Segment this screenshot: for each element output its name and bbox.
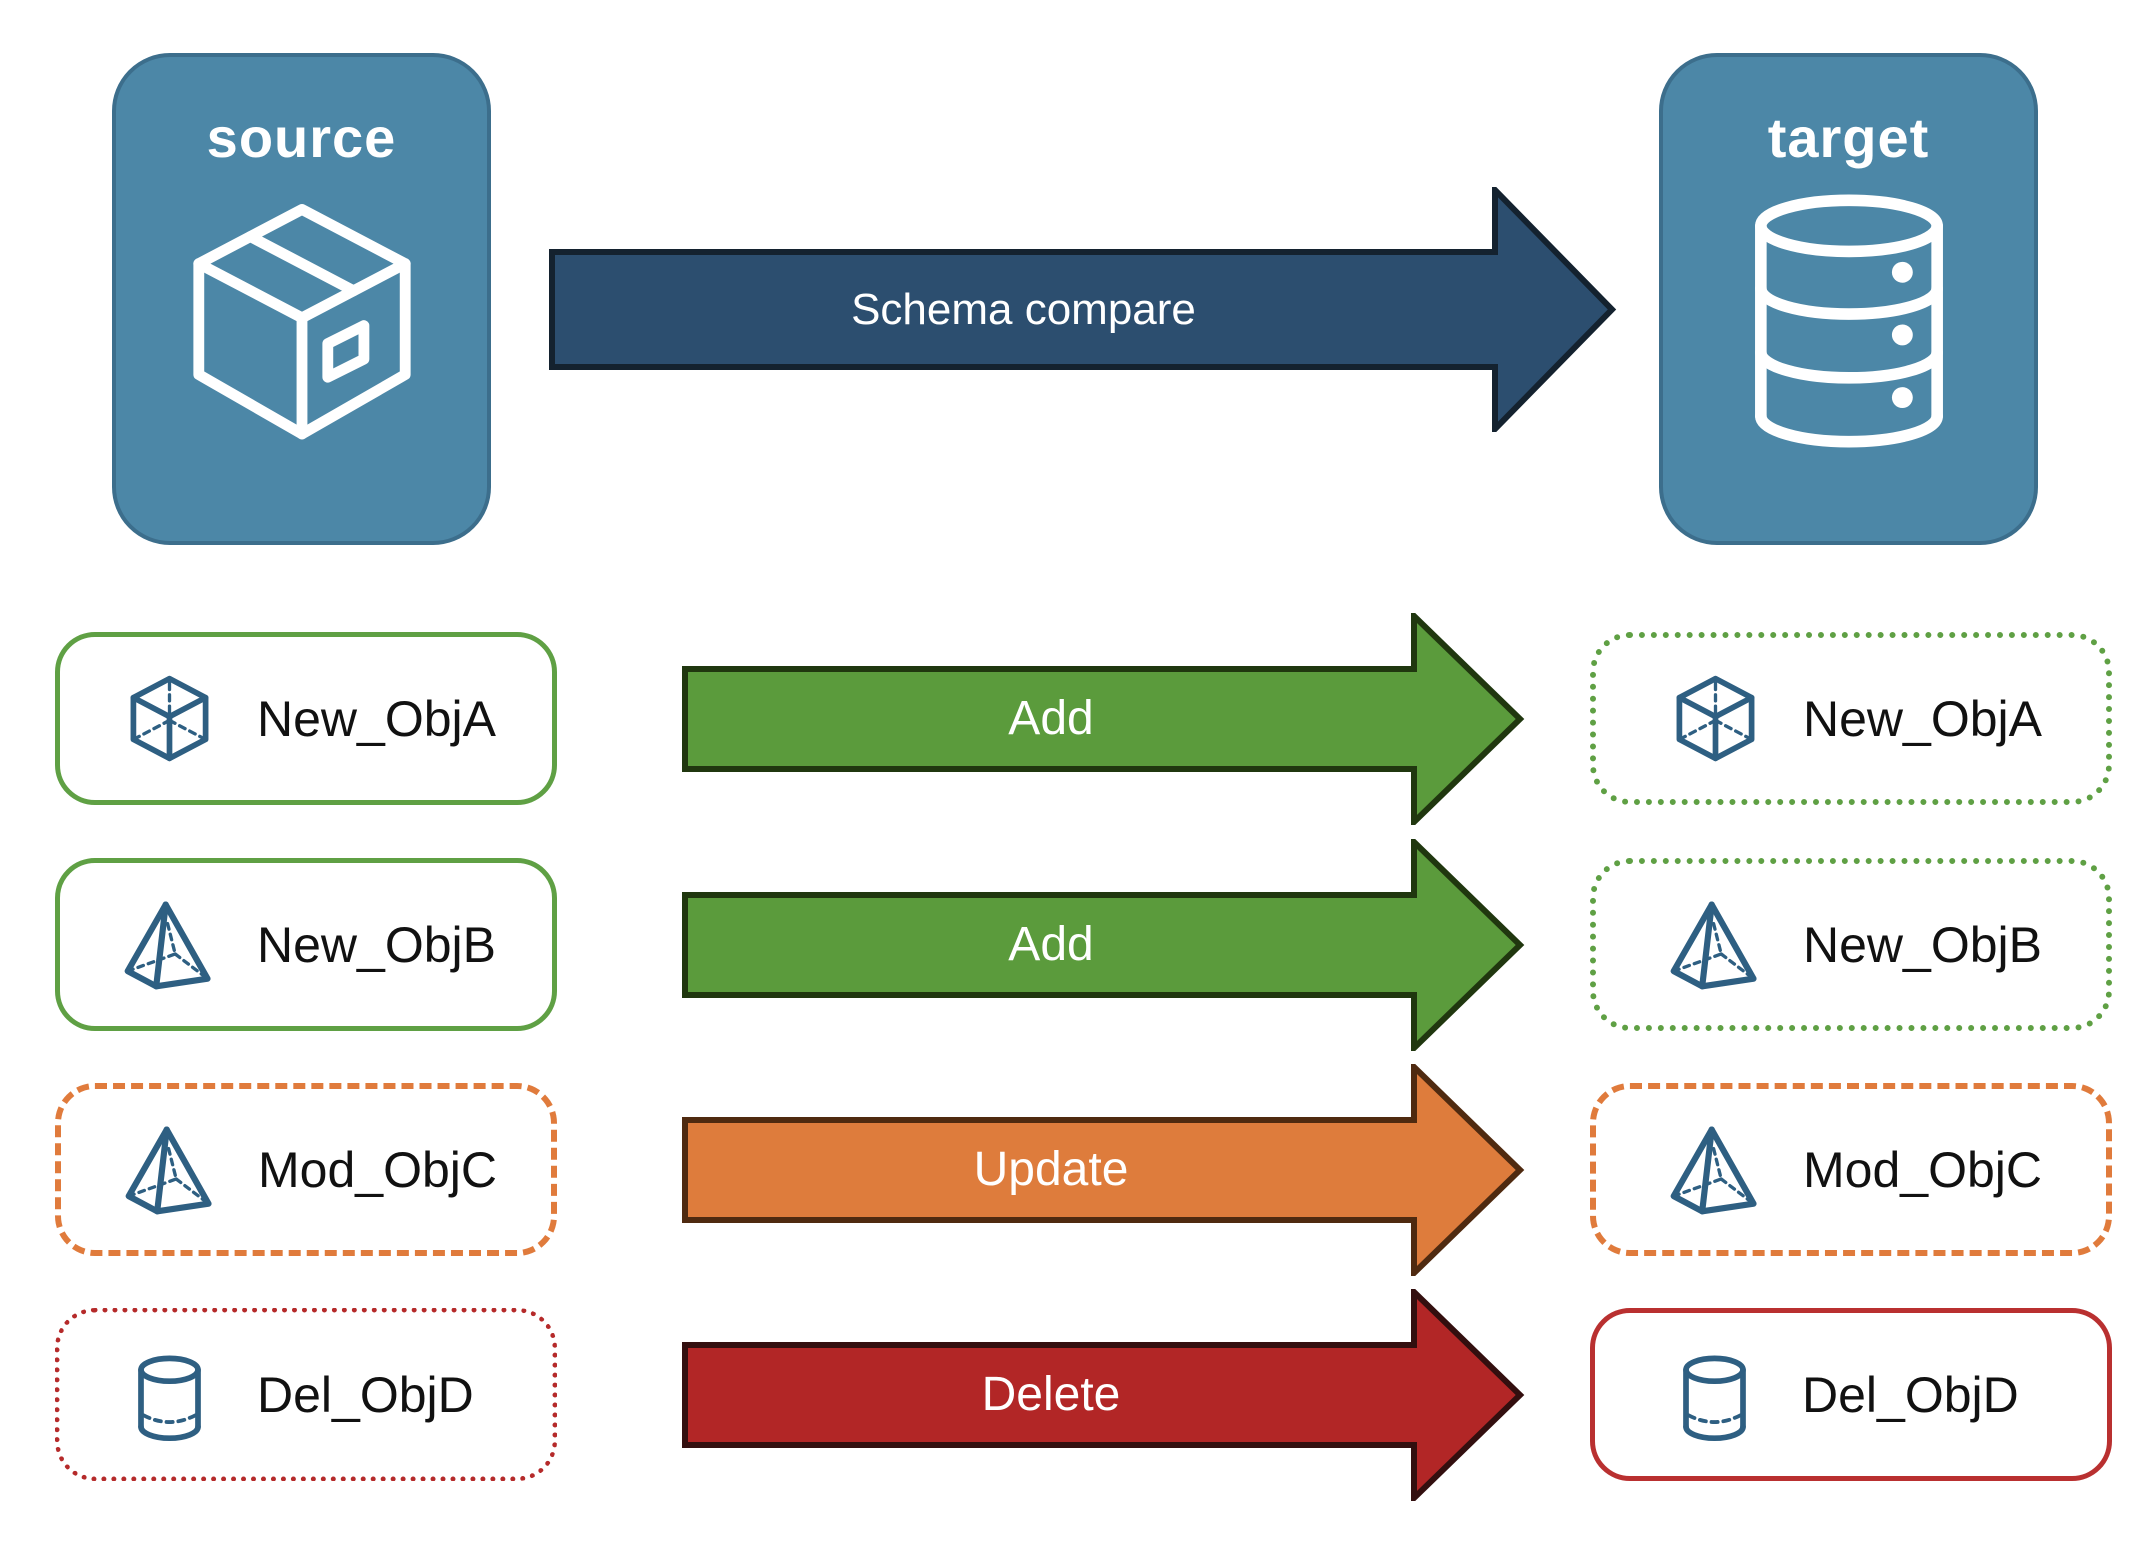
cube-icon — [122, 671, 217, 766]
object-label: Mod_ObjC — [258, 1141, 497, 1198]
source-panel: source — [112, 53, 491, 545]
update-arrow-label: Update — [973, 1142, 1129, 1196]
update-arrow — [682, 1064, 1525, 1276]
object-label: Del_ObjD — [1802, 1366, 2019, 1423]
object-label: New_ObjB — [257, 916, 496, 973]
pyramid-icon — [1668, 1122, 1763, 1217]
cube-icon — [1668, 671, 1763, 766]
add-arrow — [682, 839, 1525, 1051]
source-object-new-obja: New_ObjA — [55, 632, 557, 805]
source-object-new-objb: New_ObjB — [55, 858, 557, 1031]
source-panel-title: source — [206, 106, 397, 169]
schema-compare-arrow-label: Schema compare — [851, 284, 1196, 334]
target-object-mod-objc: Mod_ObjC — [1590, 1083, 2112, 1256]
database-icon — [1733, 192, 1965, 450]
target-panel: target — [1659, 53, 2038, 545]
source-object-del-objd: Del_ObjD — [55, 1308, 557, 1481]
object-label: Del_ObjD — [257, 1366, 474, 1423]
cylinder-icon — [1667, 1347, 1762, 1442]
cylinder-icon — [122, 1347, 217, 1442]
target-panel-title: target — [1767, 106, 1930, 169]
package-icon — [173, 192, 431, 454]
target-object-new-obja: New_ObjA — [1590, 632, 2112, 805]
pyramid-icon — [122, 897, 217, 992]
object-label: Mod_ObjC — [1803, 1141, 2042, 1198]
pyramid-icon — [123, 1122, 218, 1217]
add-arrow-label: Add — [1008, 917, 1094, 971]
pyramid-icon — [1668, 897, 1763, 992]
object-label: New_ObjA — [1803, 690, 2042, 747]
delete-arrow — [682, 1289, 1525, 1501]
object-label: New_ObjA — [257, 690, 496, 747]
add-arrow-label: Add — [1008, 691, 1094, 745]
add-arrow — [682, 613, 1525, 825]
object-label: New_ObjB — [1803, 916, 2042, 973]
target-object-del-objd: Del_ObjD — [1590, 1308, 2112, 1481]
schema-compare-arrow — [549, 187, 1617, 432]
source-object-mod-objc: Mod_ObjC — [55, 1083, 557, 1256]
target-object-new-objb: New_ObjB — [1590, 858, 2112, 1031]
delete-arrow-label: Delete — [981, 1367, 1121, 1421]
